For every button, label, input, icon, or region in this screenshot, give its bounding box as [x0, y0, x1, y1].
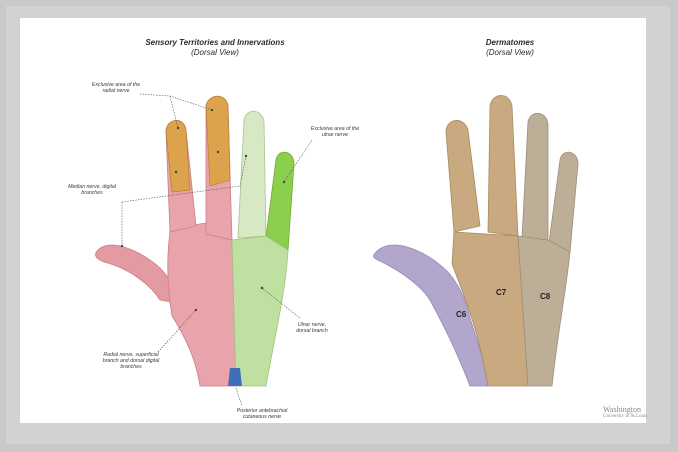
left-hand — [96, 96, 294, 386]
left-palm-ulnar — [232, 236, 288, 386]
left-little-finger — [264, 152, 294, 252]
label-ulnar-dorsal: Ulnar nerve, dorsal branch — [292, 322, 332, 334]
right-hand — [374, 96, 578, 387]
label-ulnar-exclusive: Exclusive area of the ulnar nerve — [308, 126, 362, 138]
dermatome-c8-label: C8 — [540, 292, 550, 301]
left-palm-radial — [168, 222, 236, 386]
right-subtitle-text: (Dorsal View) — [460, 48, 560, 58]
dermatome-c6-label: C6 — [456, 310, 466, 319]
dermatome-c7-label: C7 — [496, 288, 506, 297]
right-little-c8 — [548, 152, 578, 252]
label-radial-exclusive: Exclusive area of the radial nerve — [90, 82, 142, 94]
right-middle-c7 — [488, 96, 518, 237]
right-ring-c8 — [522, 113, 548, 240]
label-radial-superficial: Radial nerve, superficial branch and dor… — [102, 352, 160, 370]
left-subtitle-text: (Dorsal View) — [120, 48, 310, 58]
label-median-digital: Median nerve, digital branches — [64, 184, 120, 196]
left-wrist-posterior — [228, 368, 242, 386]
logo-line1: Washington — [603, 405, 659, 414]
right-title-text: Dermatomes — [460, 38, 560, 48]
left-title-text: Sensory Territories and Innervations — [120, 38, 310, 48]
left-middle-tip-median — [206, 96, 230, 186]
label-posterior-antebrachial: Posterior antebrachial cutaneous nerve — [234, 408, 290, 420]
university-logo: Washington University in St.Louis — [603, 405, 659, 420]
right-panel-title: Dermatomes (Dorsal View) — [460, 38, 560, 58]
left-thumb — [96, 245, 174, 302]
left-panel-title: Sensory Territories and Innervations (Do… — [120, 38, 310, 58]
right-index-c7 — [446, 120, 480, 232]
logo-line2: University in St.Louis — [603, 414, 659, 420]
